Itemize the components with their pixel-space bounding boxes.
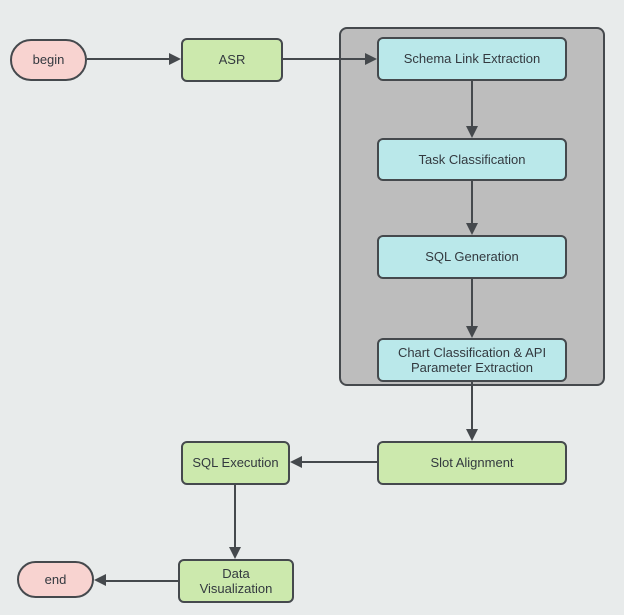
arrowhead-down-icon — [466, 326, 478, 338]
node-data-visualization: Data Visualization — [178, 559, 294, 603]
node-label: Task Classification — [418, 151, 526, 167]
arrowhead-down-icon — [229, 547, 241, 559]
arrowhead-down-icon — [466, 126, 478, 138]
arrowhead-down-icon — [466, 429, 478, 441]
node-label: SQL Execution — [192, 455, 279, 470]
node-task-classification: Task Classification — [377, 138, 567, 181]
node-end: end — [17, 561, 94, 598]
node-label: Slot Alignment — [430, 455, 514, 470]
arrowhead-left-icon — [290, 456, 302, 468]
node-label: begin — [32, 52, 65, 67]
edge-line — [234, 485, 236, 548]
edge-line — [471, 81, 473, 127]
edge-line — [283, 58, 366, 60]
edge-line — [87, 58, 170, 60]
edge-line — [471, 279, 473, 327]
node-sql-execution: SQL Execution — [181, 441, 290, 485]
node-label: end — [44, 571, 67, 587]
arrowhead-down-icon — [466, 223, 478, 235]
edge-line — [302, 461, 377, 463]
node-label: Data Visualization — [199, 566, 273, 596]
edge-line — [106, 580, 178, 582]
node-sql-generation: SQL Generation — [377, 235, 567, 279]
node-schema-link-extraction: Schema Link Extraction — [377, 37, 567, 81]
node-label: SQL Generation — [425, 249, 519, 264]
node-asr: ASR — [181, 38, 283, 82]
node-label: Schema Link Extraction — [403, 51, 541, 66]
arrowhead-right-icon — [169, 53, 181, 65]
node-chart-classification: Chart Classification & API Parameter Ext… — [377, 338, 567, 382]
node-label: Chart Classification & API Parameter Ext… — [397, 345, 547, 375]
arrowhead-left-icon — [94, 574, 106, 586]
node-slot-alignment: Slot Alignment — [377, 441, 567, 485]
edge-line — [471, 181, 473, 224]
arrowhead-right-icon — [365, 53, 377, 65]
node-begin: begin — [10, 39, 87, 81]
node-label: ASR — [218, 52, 246, 67]
edge-line — [471, 382, 473, 430]
